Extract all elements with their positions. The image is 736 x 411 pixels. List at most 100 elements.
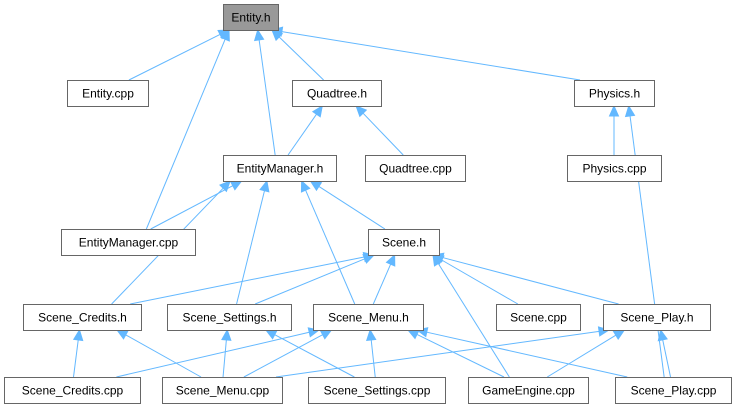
edge-arrowhead [355, 105, 368, 118]
node-box[interactable] [567, 155, 662, 182]
node-scene-credits-cpp[interactable]: Scene_Credits.cpp [4, 377, 141, 404]
node-box[interactable] [167, 304, 292, 331]
edge-scene_menu_cpp-to-scene_credits_h [115, 329, 202, 378]
node-entity-cpp[interactable]: Entity.cpp [67, 80, 149, 107]
node-label: Quadtree.cpp [379, 162, 452, 176]
node-scene-menu-h[interactable]: Scene_Menu.h [313, 304, 424, 331]
edge-line [254, 258, 365, 305]
edge-arrowhead [612, 329, 626, 340]
node-gameengine-cpp[interactable]: GameEngine.cpp [468, 377, 589, 404]
node-box[interactable] [368, 229, 440, 256]
edge-line [275, 330, 600, 378]
edge-arrowhead [264, 329, 278, 340]
node-scene-play-cpp[interactable]: Scene_Play.cpp [615, 377, 732, 404]
node-scene-credits-h[interactable]: Scene_Credits.h [23, 304, 142, 331]
node-quadtree-h[interactable]: Quadtree.h [292, 80, 382, 107]
node-entitymanager-h[interactable]: EntityManager.h [223, 155, 337, 182]
edge-arrowhead [72, 328, 84, 342]
node-label: EntityManager.h [237, 162, 324, 176]
edge-arrowhead [432, 253, 444, 267]
edge-line [150, 185, 234, 230]
node-box[interactable] [23, 304, 142, 331]
node-entity-h[interactable]: Entity.h [223, 4, 279, 31]
edge-scene_settings_cpp-to-scene_menu_h [366, 328, 377, 378]
node-scene-settings-cpp[interactable]: Scene_Settings.cpp [308, 377, 446, 404]
edge-arrowhead [624, 104, 636, 118]
edge-line [305, 189, 356, 305]
node-box[interactable] [67, 80, 149, 107]
edge-gameengine_cpp-to-scene_h [432, 253, 510, 378]
node-entitymanager-cpp[interactable]: EntityManager.cpp [61, 229, 196, 256]
edge-scene_menu_cpp-to-scene_settings_h [221, 328, 232, 378]
node-box[interactable] [292, 80, 382, 107]
edge-line [287, 113, 317, 156]
edge-arrowhead [220, 28, 230, 42]
edge-arrowhead [300, 179, 311, 193]
node-box[interactable] [4, 377, 141, 404]
node-box[interactable] [162, 377, 283, 404]
edge-arrowhead [221, 328, 232, 341]
node-box[interactable] [223, 4, 279, 31]
node-label: Scene_Menu.cpp [176, 384, 270, 398]
edge-line [372, 263, 392, 305]
edge-line [130, 256, 365, 305]
node-scene-play-h[interactable]: Scene_Play.h [603, 304, 711, 331]
edge-entitymanager_h-to-quadtree_h [287, 105, 323, 156]
edge-scene_credits_cpp-to-scene_menu_h [116, 327, 321, 378]
edge-line [437, 263, 510, 378]
node-box[interactable] [223, 155, 337, 182]
edge-line [145, 39, 226, 230]
node-physics-cpp[interactable]: Physics.cpp [567, 155, 662, 182]
edge-line [222, 339, 227, 378]
node-box[interactable] [615, 377, 732, 404]
node-label: Scene_Credits.h [38, 311, 127, 325]
edge-line [362, 112, 404, 156]
edge-arrowhead [406, 329, 420, 340]
edge-arrowhead [309, 180, 323, 192]
edge-line [73, 339, 79, 378]
node-box[interactable] [308, 377, 446, 404]
node-quadtree-cpp[interactable]: Quadtree.cpp [365, 155, 466, 182]
node-box[interactable] [365, 155, 466, 182]
edge-line [370, 339, 376, 378]
node-label: Entity.h [231, 11, 270, 25]
node-physics-h[interactable]: Physics.h [574, 80, 655, 107]
node-scene-settings-h[interactable]: Scene_Settings.h [167, 304, 292, 331]
node-scene-cpp[interactable]: Scene.cpp [496, 304, 581, 331]
node-scene-menu-cpp[interactable]: Scene_Menu.cpp [162, 377, 283, 404]
edge-line [441, 259, 519, 305]
node-scene-h[interactable]: Scene.h [368, 229, 440, 256]
node-label: Scene_Credits.cpp [22, 384, 124, 398]
node-label: GameEngine.cpp [482, 384, 575, 398]
edge-arrowhead [219, 180, 231, 193]
edge-arrowhead [311, 105, 323, 118]
node-box[interactable] [468, 377, 589, 404]
edge-arrowhead [319, 329, 333, 340]
edge-arrowhead [608, 104, 620, 117]
edge-line [416, 333, 505, 378]
node-box[interactable] [574, 80, 655, 107]
node-box[interactable] [603, 304, 711, 331]
edge-scene_settings_h-to-entitymanager_h [236, 179, 270, 305]
edge-arrowhead [657, 328, 668, 342]
node-label: Quadtree.h [307, 87, 367, 101]
edge-arrowhead [253, 28, 265, 42]
edge-arrowhead [366, 328, 377, 342]
node-label: Scene_Settings.h [182, 311, 276, 325]
node-label: Scene_Menu.h [328, 311, 409, 325]
edge-line [662, 339, 672, 378]
node-box[interactable] [496, 304, 581, 331]
node-label: Entity.cpp [82, 87, 134, 101]
node-label: EntityManager.cpp [79, 236, 179, 250]
edge-line [426, 331, 628, 378]
edge-entitymanager_cpp-to-entity_h [145, 28, 230, 230]
edge-physics_cpp-to-physics_h [608, 104, 620, 155]
edge-scene_play_cpp-to-scene_play_h [657, 328, 672, 378]
edge-entity_cpp-to-entity_h [128, 29, 231, 81]
node-label: Scene_Play.h [620, 311, 693, 325]
node-box[interactable] [313, 304, 424, 331]
edge-line [281, 31, 581, 81]
node-box[interactable] [61, 229, 196, 256]
edge-scene_play_cpp-to-physics_h [624, 104, 665, 378]
edge-line [258, 39, 276, 156]
